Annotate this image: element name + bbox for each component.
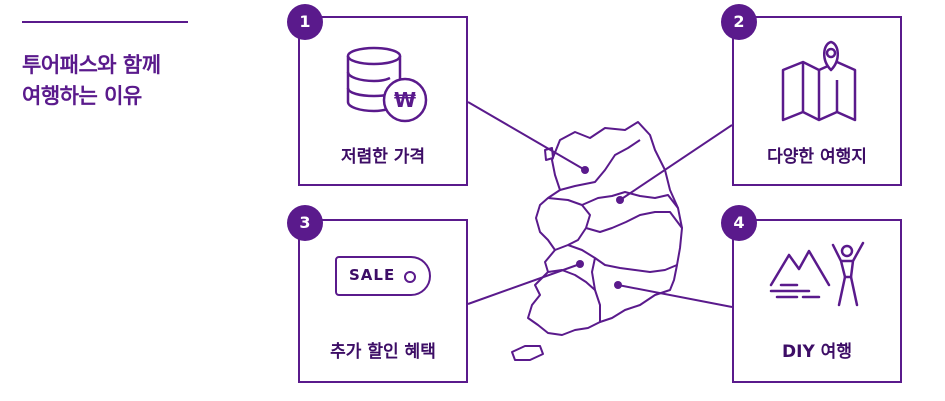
sale-tag-icon: SALE <box>335 256 431 296</box>
feature-card-discount: SALE 추가 할인 혜택 <box>298 219 468 383</box>
connector-line-2 <box>619 124 733 201</box>
map-boundary-coast <box>547 269 596 291</box>
card-badge-1: 1 <box>287 4 323 40</box>
map-marker-4 <box>614 281 622 289</box>
connector-line-3 <box>467 263 581 305</box>
heading-divider <box>22 21 188 23</box>
heading-line-2: 여행하는 이유 <box>22 84 142 108</box>
sale-tag-hole <box>404 271 416 283</box>
map-boundary-south <box>567 244 678 273</box>
card-label-price: 저렴한 가격 <box>340 147 426 167</box>
map-boundary-southwest <box>591 257 601 322</box>
section-heading: 투어패스와 함께 여행하는 이유 <box>22 50 222 112</box>
feature-card-price: ₩ 저렴한 가격 <box>298 16 468 186</box>
feature-card-destinations: 다양한 여행지 <box>732 16 902 186</box>
connector-line-1 <box>467 101 586 171</box>
map-boundary-north <box>559 139 641 191</box>
map-boundary-center <box>581 191 679 209</box>
map-marker-2 <box>616 196 624 204</box>
coins-won-icon: ₩ <box>346 46 428 123</box>
map-marker-3 <box>576 260 584 268</box>
card-label-destinations: 다양한 여행지 <box>767 147 867 167</box>
card-label-discount: 추가 할인 혜택 <box>330 342 436 362</box>
map-outline <box>527 121 683 336</box>
map-boundary-west <box>547 197 591 251</box>
card-badge-3: 3 <box>287 205 323 241</box>
card-badge-2: 2 <box>721 4 757 40</box>
card-badge-4: 4 <box>721 205 757 241</box>
feature-card-diy: DIY 여행 <box>732 219 902 383</box>
connector-line-4 <box>617 284 733 308</box>
card-label-diy: DIY 여행 <box>782 342 852 362</box>
map-boundary-mid <box>585 211 683 233</box>
won-symbol: ₩ <box>394 88 416 112</box>
person-mountain-icon <box>769 241 865 307</box>
sale-tag-text: SALE <box>349 266 396 284</box>
map-marker-1 <box>581 166 589 174</box>
heading-line-1: 투어패스와 함께 <box>22 53 161 77</box>
map-island-jeju <box>511 345 544 361</box>
map-pin-icon <box>781 40 857 122</box>
